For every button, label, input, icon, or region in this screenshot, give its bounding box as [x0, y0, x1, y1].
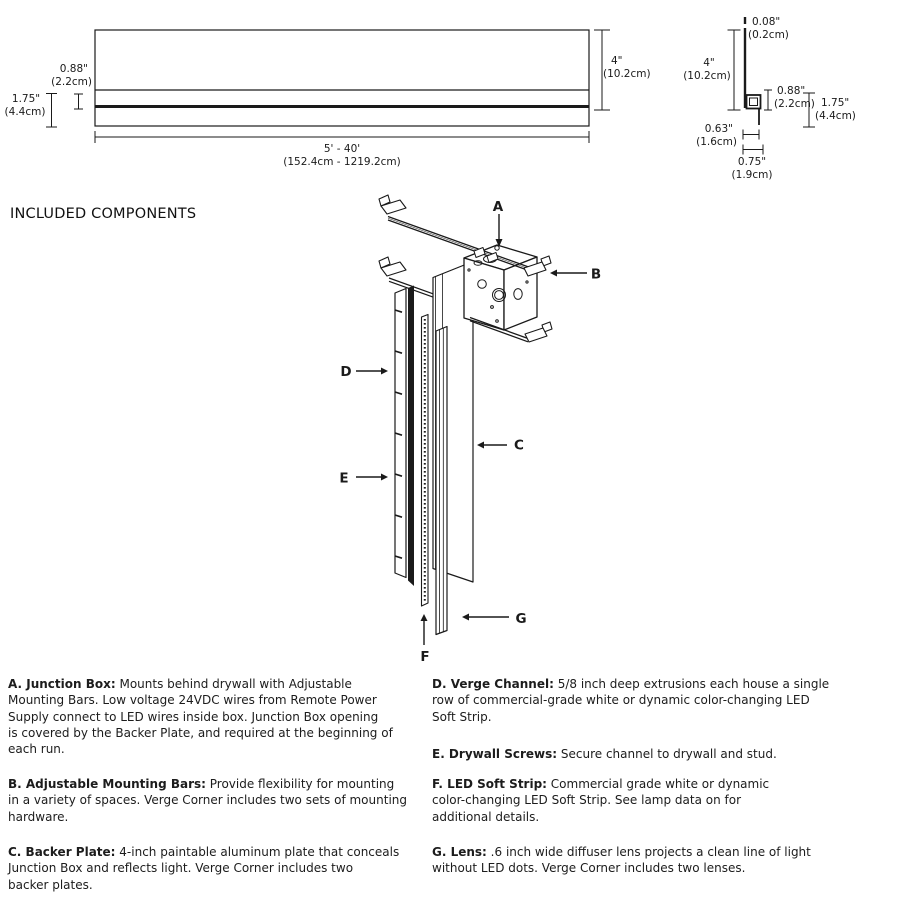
- channel-inches-label: 1.75": [12, 93, 40, 105]
- channel-dark-edge: [408, 285, 414, 586]
- channel-profile: [745, 94, 762, 125]
- fixture-body-outline: [94, 29, 590, 127]
- length-range-cm-label: (152.4cm - 1219.2cm): [283, 156, 400, 168]
- height-inches-label: 4": [611, 55, 623, 67]
- junction-box: [463, 244, 538, 331]
- side-view-drawing: [46, 29, 610, 143]
- desc-led-soft-strip: F. LED Soft Strip: Commercial grade whit…: [432, 776, 892, 825]
- desc-junction-box-text: Mounts behind drywall with Adjustable Mo…: [8, 677, 393, 757]
- cs-lip-cm-label: (2.2cm): [774, 98, 815, 110]
- cross-section-drawing: [727, 17, 815, 155]
- cs-depth-dim: [803, 92, 815, 128]
- exploded-diagram: [356, 194, 587, 645]
- cs-lip-inches-label: 0.88": [777, 85, 805, 97]
- rail-clamps: [473, 245, 500, 263]
- label-d: D: [340, 364, 351, 380]
- cs-inner-width-dim: [742, 129, 760, 140]
- cs-outer-width-inches-label: 0.75": [738, 156, 766, 168]
- lip-inches-label: 0.88": [60, 63, 88, 75]
- knockout-holes: [467, 255, 529, 323]
- desc-junction-box: A. Junction Box: Mounts behind drywall w…: [8, 676, 448, 757]
- desc-led-soft-strip-text: Commercial grade white or dynamic color-…: [432, 777, 770, 824]
- lip-cm-label: (2.2cm): [51, 76, 92, 88]
- drywall-screw-notches: [394, 309, 403, 559]
- desc-lens: G. Lens: .6 inch wide diffuser lens proj…: [432, 844, 892, 877]
- cs-inner-width-inches-label: 0.63": [705, 123, 733, 135]
- led-soft-strip: [420, 313, 429, 607]
- mounting-bar-upper: [387, 215, 531, 272]
- cs-inner-width-cm-label: (1.6cm): [696, 136, 737, 148]
- cs-wall-cm-label: (0.2cm): [748, 29, 789, 41]
- side-view-lip-dim: [74, 93, 83, 110]
- label-e: E: [339, 471, 348, 487]
- desc-led-soft-strip-term: F. LED Soft Strip:: [432, 777, 547, 791]
- desc-backer-plate-term: C. Backer Plate:: [8, 845, 116, 859]
- side-view-channel-dim: [46, 93, 57, 128]
- cs-outer-width-dim: [742, 144, 764, 155]
- side-view-height-dim: [594, 29, 610, 111]
- label-a: A: [493, 199, 504, 215]
- desc-verge-channel-term: D. Verge Channel:: [432, 677, 554, 691]
- lens: [435, 325, 448, 636]
- callout-arrows: [356, 214, 587, 645]
- desc-lens-text: .6 inch wide diffuser lens projects a cl…: [432, 845, 811, 876]
- label-f: F: [420, 649, 429, 665]
- diagram-letters: A B D C E G F: [339, 199, 601, 665]
- desc-adjustable-mounting-bars-term: B. Adjustable Mounting Bars:: [8, 777, 206, 791]
- cs-height-cm-label: (10.2cm): [683, 70, 731, 82]
- side-view-length-dim: [94, 131, 590, 143]
- included-components-heading: INCLUDED COMPONENTS: [10, 206, 197, 222]
- mounting-brackets: [378, 194, 553, 343]
- desc-adjustable-mounting-bars: B. Adjustable Mounting Bars: Provide fle…: [8, 776, 448, 825]
- channel-cm-label: (4.4cm): [5, 106, 46, 118]
- mounting-bar-lower-right: [469, 316, 529, 343]
- desc-backer-plate: C. Backer Plate: 4-inch paintable alumin…: [8, 844, 448, 893]
- desc-drywall-screws-term: E. Drywall Screws:: [432, 747, 558, 761]
- height-cm-label: (10.2cm): [603, 68, 651, 80]
- cs-outer-width-cm-label: (1.9cm): [732, 169, 773, 181]
- label-c: C: [514, 438, 524, 454]
- cs-height-inches-label: 4": [703, 57, 715, 69]
- length-range-inches-label: 5' - 40': [324, 143, 360, 155]
- cs-wall-inches-label: 0.08": [752, 16, 780, 28]
- desc-drywall-screws-text: Secure channel to drywall and stud.: [557, 747, 777, 761]
- label-b: B: [591, 267, 601, 283]
- arrowheads: [381, 239, 557, 621]
- verge-channel: [394, 285, 414, 586]
- cross-section-dim-labels: 0.08" (0.2cm) 4" (10.2cm) 0.88" (2.2cm) …: [683, 16, 856, 181]
- desc-junction-box-term: A. Junction Box:: [8, 677, 116, 691]
- desc-drywall-screws: E. Drywall Screws: Secure channel to dry…: [432, 746, 892, 762]
- desc-verge-channel-text: 5/8 inch deep extrusions each house a si…: [432, 677, 830, 724]
- desc-backer-plate-text: 4-inch paintable aluminum plate that con…: [8, 845, 400, 892]
- cs-height-dim: [727, 29, 741, 111]
- cs-depth-cm-label: (4.4cm): [815, 110, 856, 122]
- desc-adjustable-mounting-bars-text: Provide flexibility for mounting in a va…: [8, 777, 407, 824]
- label-g: G: [515, 611, 526, 627]
- desc-verge-channel: D. Verge Channel: 5/8 inch deep extrusio…: [432, 676, 892, 725]
- cs-depth-inches-label: 1.75": [821, 97, 849, 109]
- desc-lens-term: G. Lens:: [432, 845, 487, 859]
- cs-lip-dim: [764, 89, 772, 111]
- side-view-dim-labels: 0.88" (2.2cm) 1.75" (4.4cm) 4" (10.2cm) …: [5, 55, 651, 168]
